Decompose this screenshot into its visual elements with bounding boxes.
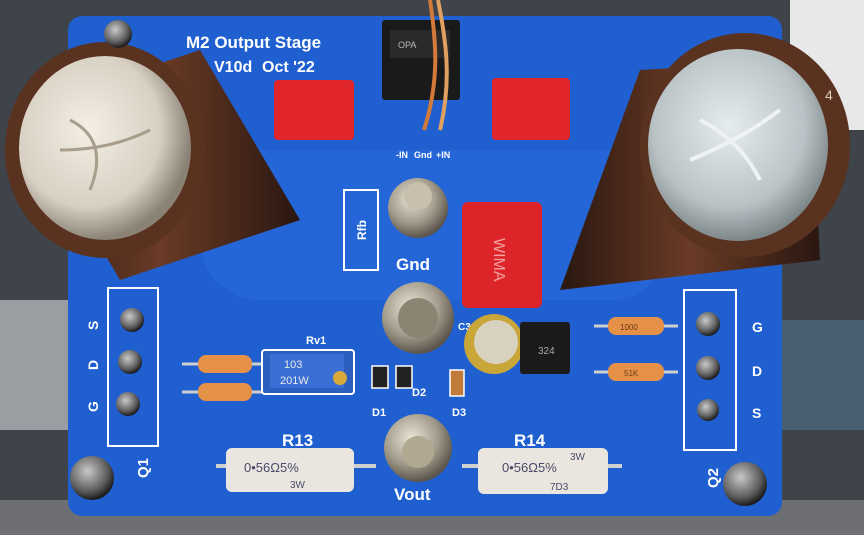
q1-s-label: S xyxy=(85,321,101,330)
small-resistor-right-1-marking: 1000 xyxy=(620,323,638,332)
rfb-footprint xyxy=(343,189,379,271)
q2-screw-g xyxy=(696,312,720,336)
d2-label: D2 xyxy=(412,387,426,399)
q1-outline xyxy=(107,287,159,447)
in-gnd-label: Gnd xyxy=(414,150,432,160)
r14-label: R14 xyxy=(514,431,546,450)
mounting-screw-top-left xyxy=(104,20,132,48)
in-minus-label: -IN xyxy=(396,150,408,160)
opamp-ic: OPA xyxy=(382,0,460,131)
q1-screw-g xyxy=(116,392,140,416)
q2-d-label: D xyxy=(752,363,762,379)
trimmer-marking: 103 xyxy=(284,359,302,371)
rv1-trimmer: 103 201W xyxy=(261,349,355,395)
cap-sleeve-marking: 4 xyxy=(825,87,833,103)
mounting-screw-bottom-left xyxy=(70,456,114,500)
diode-d3 xyxy=(449,369,465,397)
board-revision: V10d xyxy=(214,59,252,76)
center-terminal-inner xyxy=(398,298,438,338)
opamp-marking: OPA xyxy=(398,40,416,50)
small-ic-marking: 324 xyxy=(538,346,555,357)
r14-power-marking: 3W xyxy=(570,452,586,463)
q2-s-label: S xyxy=(752,405,761,421)
r13-resistor: 0•56Ω5% 3W xyxy=(216,448,376,492)
small-resistor-right-2-marking: 51K xyxy=(624,369,639,378)
wima-marking: WIMA xyxy=(490,238,507,282)
d1-label: D1 xyxy=(372,407,386,419)
q1-screw-s xyxy=(120,308,144,332)
small-resistor-left-1 xyxy=(182,355,266,373)
small-resistor-left-2 xyxy=(182,383,266,401)
d3-label: D3 xyxy=(452,407,466,419)
vout-label: Vout xyxy=(394,485,431,504)
electrolytic-capacitor-right: 4 xyxy=(560,33,850,290)
c3-label: C3 xyxy=(458,322,471,333)
c3-capacitor-top xyxy=(474,320,518,364)
film-capacitor-right xyxy=(492,78,570,140)
q2-screw-d xyxy=(696,356,720,380)
small-resistor-right-1: 1000 xyxy=(594,317,678,335)
q2-label: Q2 xyxy=(705,468,722,488)
q2-g-label: G xyxy=(752,319,763,335)
r14-resistor: 0•56Ω5% 3W 7D3 xyxy=(462,448,622,494)
mounting-screw-bottom-right xyxy=(723,462,767,506)
gnd-label: Gnd xyxy=(396,255,430,274)
gnd-terminal-post xyxy=(404,182,432,210)
q1-screw-d xyxy=(118,350,142,374)
small-resistor-right-2: 51K xyxy=(594,363,678,381)
heatsink-bar-left xyxy=(0,300,80,430)
electrolytic-capacitor-left xyxy=(5,42,300,280)
q1-g-label: G xyxy=(85,401,101,412)
in-plus-label: +IN xyxy=(436,150,450,160)
q1-d-label: D xyxy=(85,360,101,370)
rfb-label: Rfb xyxy=(355,220,369,240)
q2-outline xyxy=(683,289,737,451)
q2-screw-s xyxy=(697,399,719,421)
film-capacitor-left xyxy=(274,80,354,140)
diode-d2 xyxy=(395,365,413,389)
diode-d1 xyxy=(371,365,389,389)
r13-power-marking: 3W xyxy=(290,480,306,491)
board-title: M2 Output Stage xyxy=(186,33,321,52)
heatsink-bar-right xyxy=(770,320,864,430)
wima-capacitor: WIMA xyxy=(462,202,542,308)
small-ic: 324 xyxy=(520,322,570,374)
trimmer-marking-sub: 201W xyxy=(280,375,309,387)
q1-label: Q1 xyxy=(135,458,152,478)
vout-terminal-inner xyxy=(402,436,434,468)
rv1-label: Rv1 xyxy=(306,335,326,347)
r14-extra-marking: 7D3 xyxy=(550,482,569,493)
r14-value-marking: 0•56Ω5% xyxy=(502,460,557,475)
r13-value-marking: 0•56Ω5% xyxy=(244,460,299,475)
board-date: Oct '22 xyxy=(262,59,315,76)
r13-label: R13 xyxy=(282,431,313,450)
